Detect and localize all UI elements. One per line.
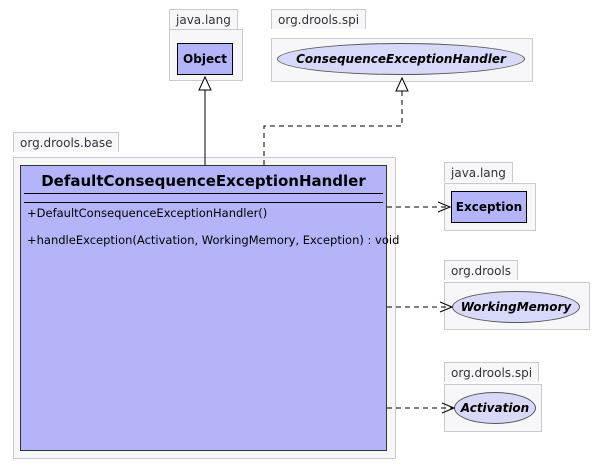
- consequence-exception-handler-interface[interactable]: ConsequenceExceptionHandler: [277, 43, 525, 75]
- default-consequence-exception-handler-class[interactable]: DefaultConsequenceExceptionHandler +Defa…: [20, 165, 399, 451]
- package-tab-drools-spi-top: org.drools.spi: [271, 9, 367, 29]
- package-tab-drools: org.drools: [444, 260, 519, 280]
- exception-class[interactable]: Exception: [451, 191, 527, 223]
- object-class[interactable]: Object: [177, 43, 233, 75]
- constructor-method: +DefaultConsequenceExceptionHandler(): [27, 206, 268, 220]
- package-tab-drools-spi-bottom: org.drools.spi: [444, 362, 540, 382]
- realization-line: [263, 91, 403, 165]
- realization-arrow-icon: [395, 76, 409, 92]
- dependency-activation-arrow-icon: [441, 402, 456, 414]
- inheritance-arrow-icon: [198, 75, 212, 91]
- package-tab-java-lang-right: java.lang: [444, 162, 513, 182]
- package-tab-java-lang: java.lang: [169, 9, 238, 29]
- dependency-exception-arrow-icon: [437, 201, 452, 213]
- activation-interface[interactable]: Activation: [454, 392, 536, 424]
- working-memory-interface[interactable]: WorkingMemory: [452, 291, 580, 323]
- handle-exception-method: +handleException(Activation, WorkingMemo…: [27, 233, 400, 247]
- class-divider-bottom: [24, 202, 383, 203]
- class-divider-top: [24, 193, 383, 194]
- package-tab-drools-base: org.drools.base: [13, 132, 120, 152]
- dependency-working-memory-arrow-icon: [439, 301, 454, 313]
- class-name: DefaultConsequenceExceptionHandler: [41, 172, 366, 190]
